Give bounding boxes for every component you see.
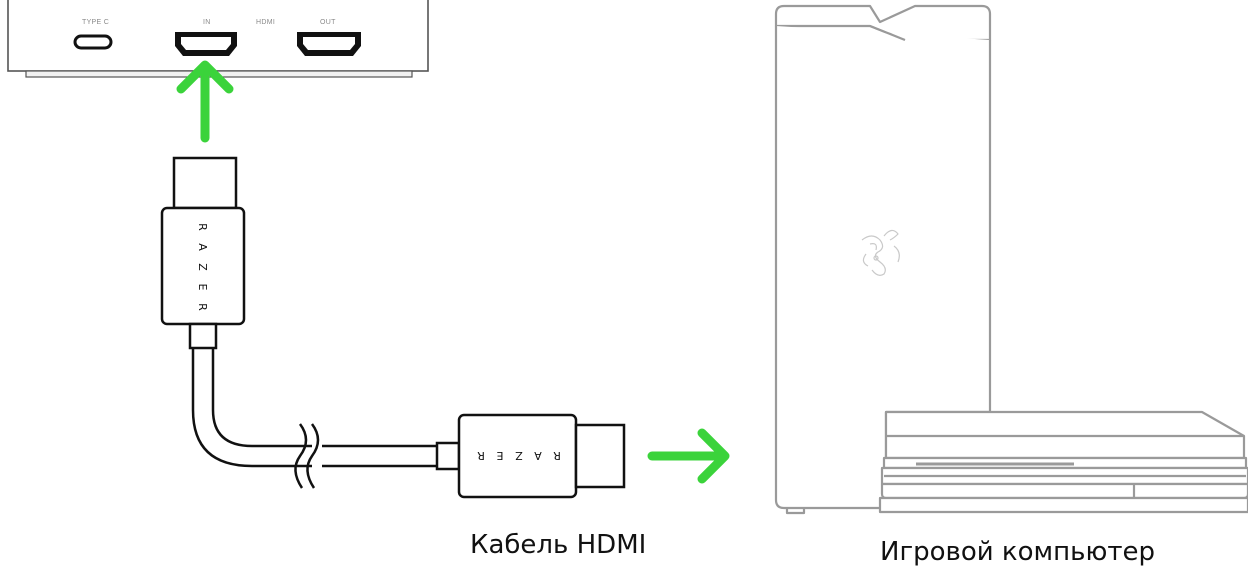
razer-brand-horizontal: R E Z A R	[477, 449, 561, 462]
brand-letter: R	[553, 449, 561, 462]
hdmi-plug-vertical: R A Z E R	[160, 156, 246, 350]
hdmi-out-port-icon	[297, 32, 361, 56]
razer-logo-icon	[861, 229, 900, 276]
brand-letter: R	[196, 223, 209, 231]
port-label-out: OUT	[320, 19, 336, 26]
port-label-type-c: TYPE C	[82, 19, 109, 26]
razer-brand-vertical: R A Z E R	[196, 223, 209, 311]
brand-letter: R	[196, 303, 209, 311]
plug-strain-relief	[435, 441, 461, 471]
brand-letter: Z	[515, 449, 523, 462]
arrow-right-icon	[647, 428, 730, 484]
plug-tip	[574, 423, 626, 489]
hdmi-cable	[191, 348, 437, 489]
brand-letter: A	[534, 449, 542, 462]
usb-c-port-icon	[73, 34, 113, 50]
caption-computer: Игровой компьютер	[880, 537, 1155, 567]
brand-letter: Z	[196, 263, 209, 271]
hdmi-in-port-icon	[175, 32, 237, 56]
arrow-up-icon	[176, 60, 234, 143]
brand-letter: E	[496, 449, 503, 462]
brand-letter: E	[196, 284, 209, 291]
brand-letter: A	[196, 243, 209, 251]
plug-tip	[172, 156, 238, 210]
port-label-hdmi: HDMI	[256, 19, 275, 26]
plug-strain-relief	[188, 322, 218, 350]
port-label-in: IN	[203, 19, 211, 26]
capture-device: TYPE C IN HDMI OUT	[7, 0, 429, 78]
hdmi-plug-horizontal: R E Z A R	[435, 413, 626, 499]
gaming-pc	[774, 4, 1248, 515]
brand-letter: R	[477, 449, 485, 462]
caption-cable: Кабель HDMI	[470, 530, 647, 560]
